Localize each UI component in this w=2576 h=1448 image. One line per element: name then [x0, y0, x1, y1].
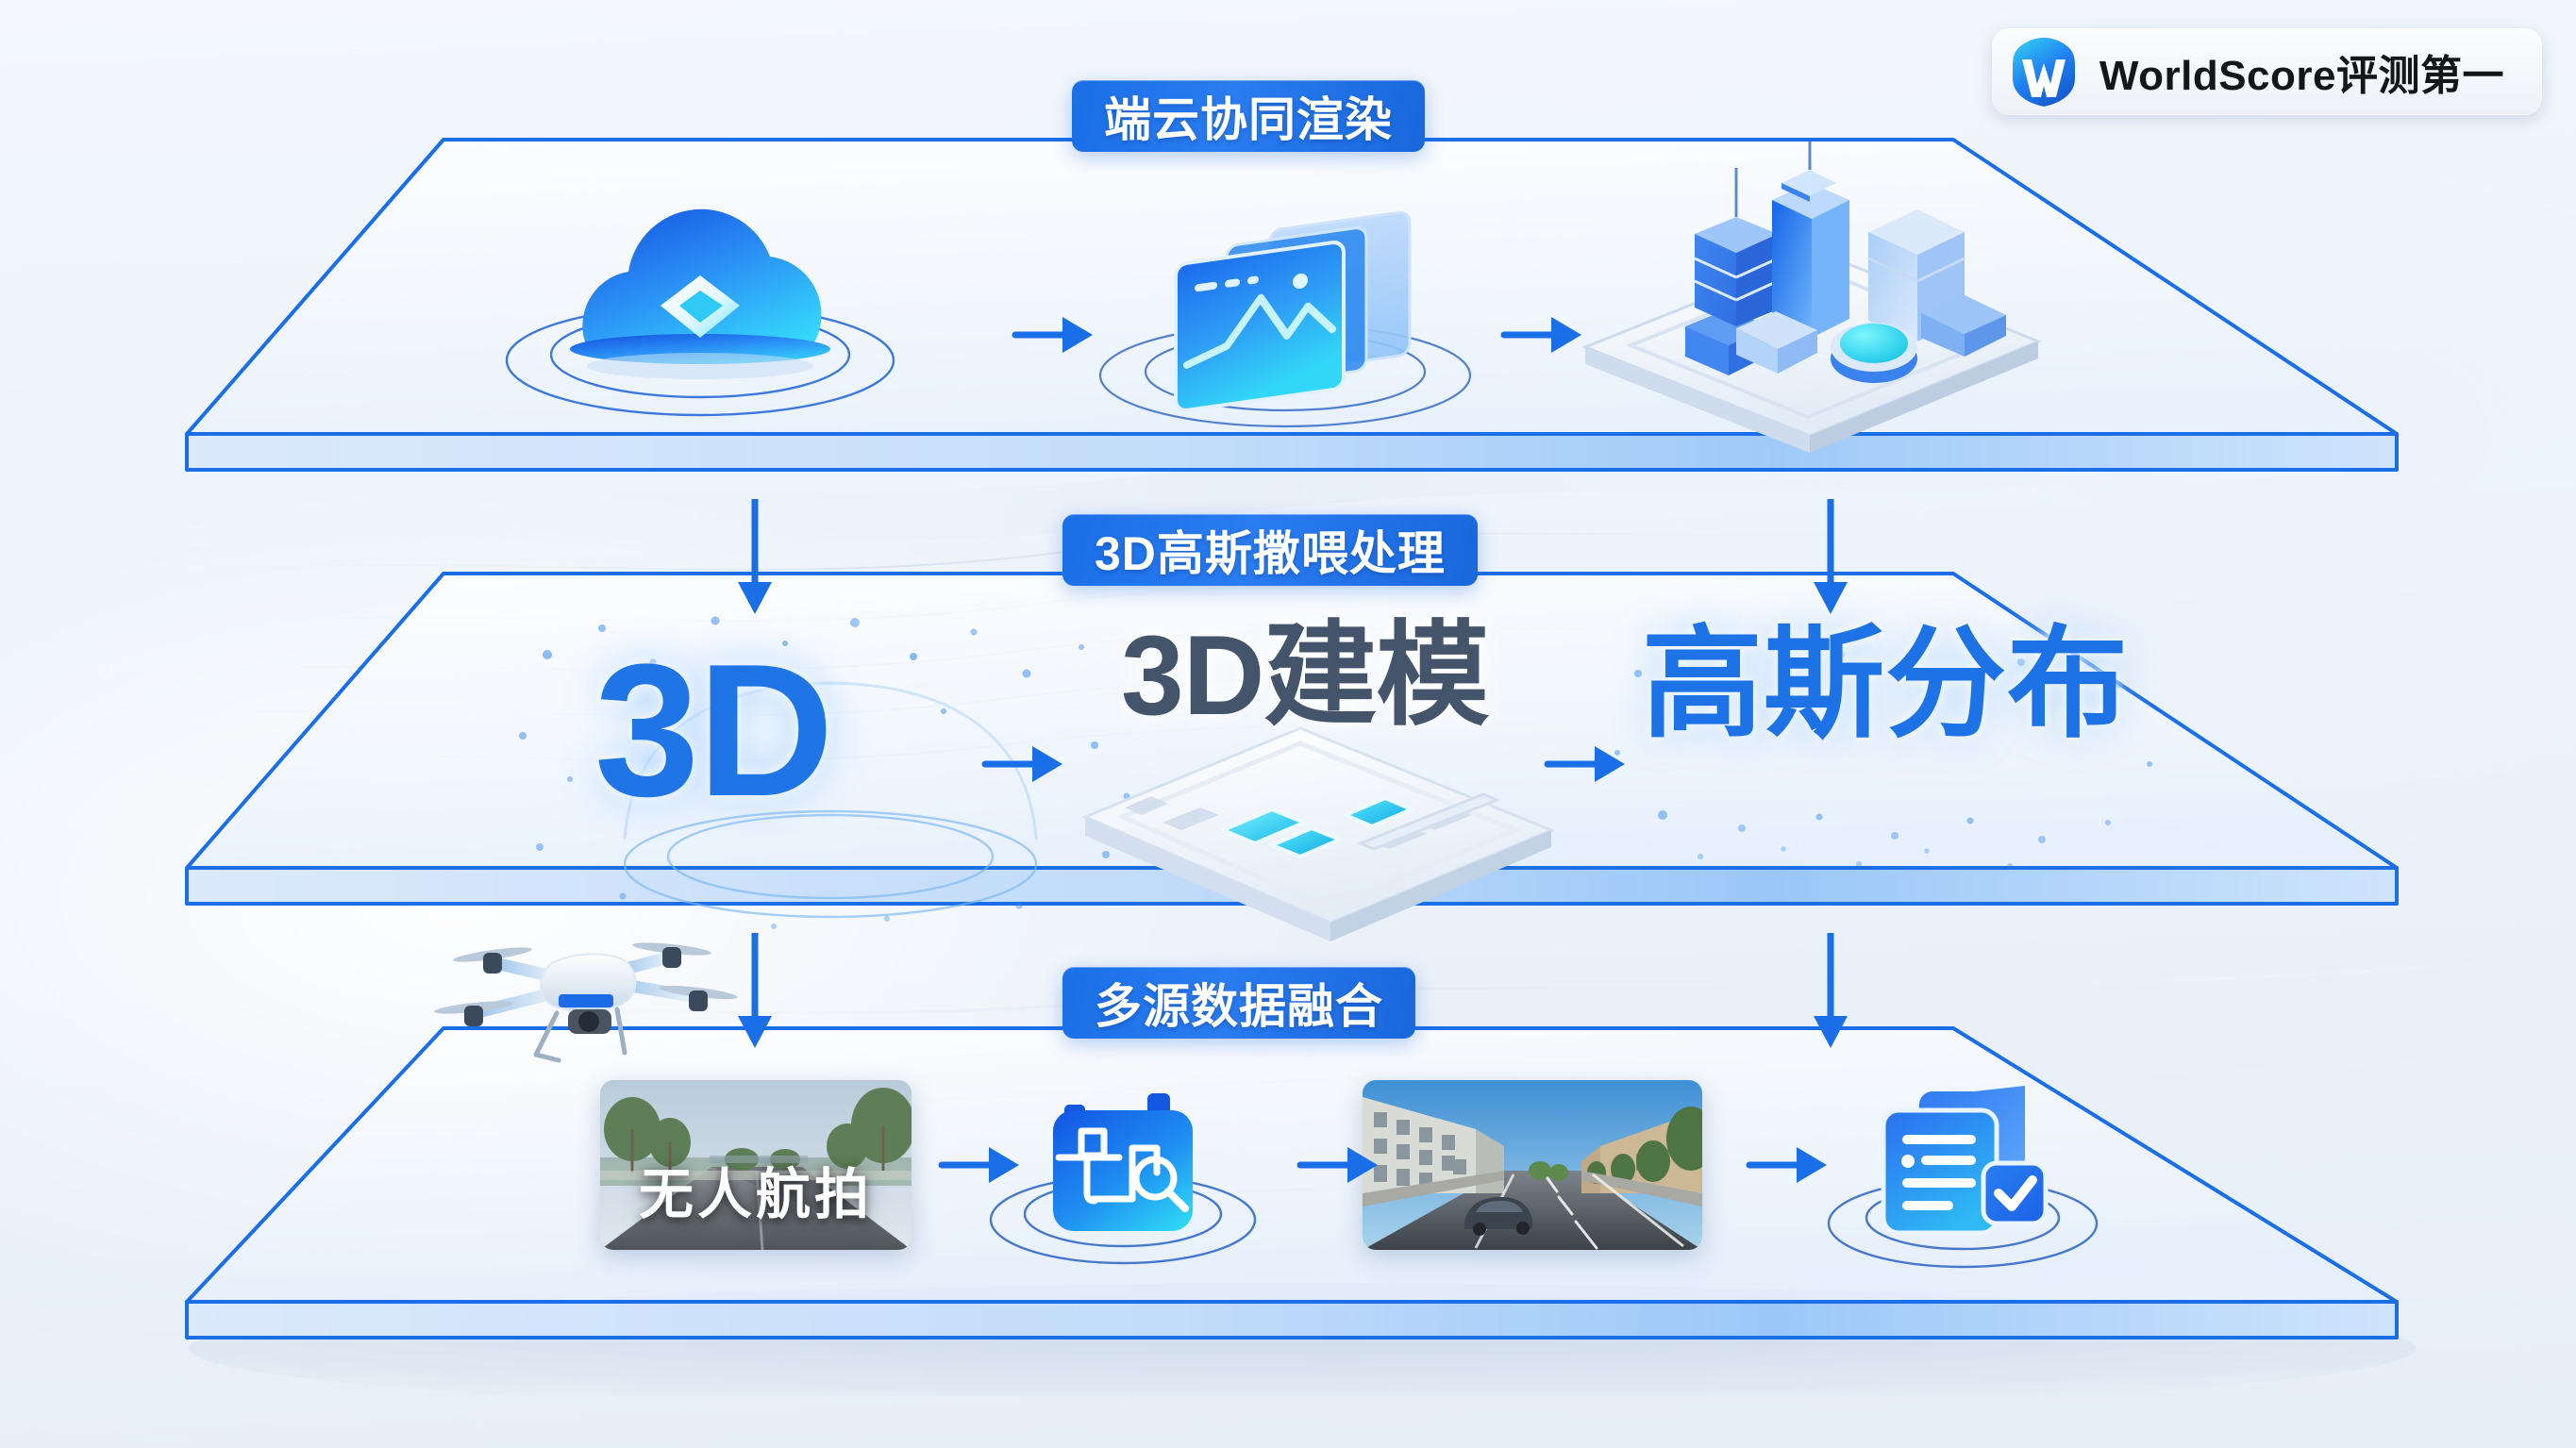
- aerial-photo-card[interactable]: 无人航拍: [600, 1080, 912, 1250]
- layer-title-top-label: 端云协同渲染: [1104, 93, 1393, 146]
- layer-title-middle[interactable]: 3D高斯撒喂处理: [1062, 514, 1478, 586]
- modeling-label-text: 3D建模: [1121, 612, 1489, 739]
- worldscore-badge[interactable]: WorldScore评测第一: [1991, 28, 2542, 115]
- drone-icon: [434, 942, 738, 1063]
- document-check-icon[interactable]: [1821, 1052, 2104, 1288]
- image-stack-icon[interactable]: [1085, 179, 1481, 443]
- layer-title-bottom-label: 多源数据融合: [1095, 980, 1383, 1033]
- arrow-down-icon: [738, 499, 772, 614]
- arrow-right-icon: [1296, 1147, 1378, 1183]
- data-magnifier-icon: [989, 1093, 1257, 1265]
- gaussian-label-text: 高斯分布: [1642, 617, 2130, 752]
- arrow-right-icon: [1544, 746, 1625, 782]
- worldscore-shield-w-logo: [2012, 38, 2075, 107]
- glass-slab-middle: [185, 572, 2399, 906]
- modeling-label: 3D建模: [1121, 619, 1489, 732]
- arrow-right-icon: [981, 746, 1062, 782]
- arrow-right-icon: [1746, 1147, 1827, 1183]
- photo-icon: [1363, 1080, 1702, 1250]
- cloud-gem-icon[interactable]: [500, 189, 896, 443]
- city-3d-icon: [1581, 136, 2042, 453]
- arrow-down-icon: [1814, 933, 1848, 1048]
- particle-3d-text: 3D: [594, 637, 834, 825]
- data-search-icon[interactable]: [981, 1052, 1264, 1288]
- cloud-icon: [505, 208, 895, 417]
- aerial-photo-caption: 无人航拍: [638, 1164, 873, 1225]
- layer-title-top[interactable]: 端云协同渲染: [1072, 80, 1425, 152]
- layer-title-bottom[interactable]: 多源数据融合: [1062, 967, 1415, 1039]
- gaussian-label: 高斯分布: [1642, 624, 2129, 745]
- layer-bottom: 无人航拍: [0, 868, 2576, 1396]
- arrow-right-icon: [1500, 317, 1581, 353]
- document-check-icon: [1827, 1086, 2099, 1269]
- particle-3d-label: 3D: [594, 625, 834, 836]
- arrow-right-icon: [1012, 317, 1093, 353]
- layer-top: 端云协同渲染: [0, 0, 2576, 491]
- arrow-right-icon: [938, 1147, 1019, 1183]
- city-model-icon[interactable]: [1547, 136, 2076, 453]
- image-stack-icon: [1098, 210, 1472, 428]
- layer-middle: 3D: [0, 434, 2576, 941]
- worldscore-badge-text: WorldScore评测第一: [2099, 53, 2504, 99]
- layer-title-middle-label: 3D高斯撒喂处理: [1095, 527, 1446, 580]
- street-photo-card[interactable]: [1363, 1080, 1702, 1250]
- arrow-down-icon: [1814, 499, 1848, 614]
